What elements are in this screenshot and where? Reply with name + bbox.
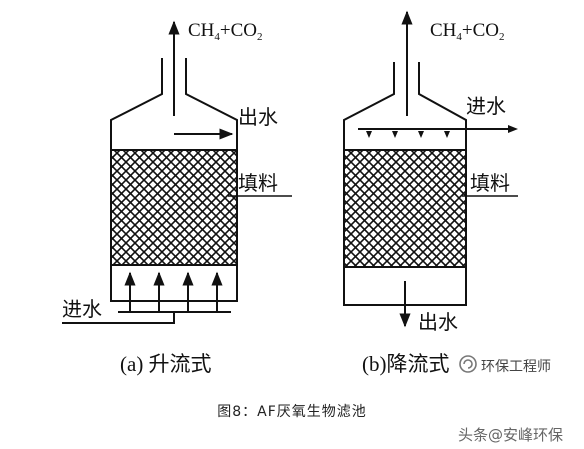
inlet-label-a: 进水 bbox=[62, 297, 102, 321]
packing-label-a: 填料 bbox=[238, 171, 278, 195]
inlet-arrow-b bbox=[508, 125, 518, 133]
watermark-logo-icon bbox=[459, 355, 477, 373]
outlet-label-a: 出水 bbox=[238, 105, 278, 129]
figure-caption: 图8：AF厌氧生物滤池 bbox=[217, 404, 367, 420]
packing-label-b: 填料 bbox=[470, 171, 510, 195]
spray-nozzles-b bbox=[366, 131, 450, 138]
watermark-brand: 环保工程师 bbox=[481, 359, 551, 375]
distribution-chamber-a bbox=[110, 264, 238, 302]
caption-b: (b)降流式 bbox=[362, 352, 450, 376]
packing-bed-b bbox=[343, 149, 467, 268]
inlet-pipe-a bbox=[62, 312, 175, 324]
outlet-label-b: 出水 bbox=[418, 310, 458, 334]
inlet-label-b: 进水 bbox=[466, 94, 506, 118]
gas-label-a: CH4+CO2 bbox=[188, 20, 263, 43]
watermark-credit: 头条@安峰环保 bbox=[458, 426, 564, 444]
diagram-b-downflow: CH4+CO2 进水 填料 出水 (b)降流式 bbox=[343, 10, 518, 376]
diagram-a-upflow: CH4+CO2 出水 填料 进水 (a) 升流式 bbox=[62, 20, 292, 376]
caption-a: (a) 升流式 bbox=[120, 352, 212, 376]
gas-label-b: CH4+CO2 bbox=[430, 20, 505, 43]
packing-bed-a bbox=[110, 149, 238, 266]
